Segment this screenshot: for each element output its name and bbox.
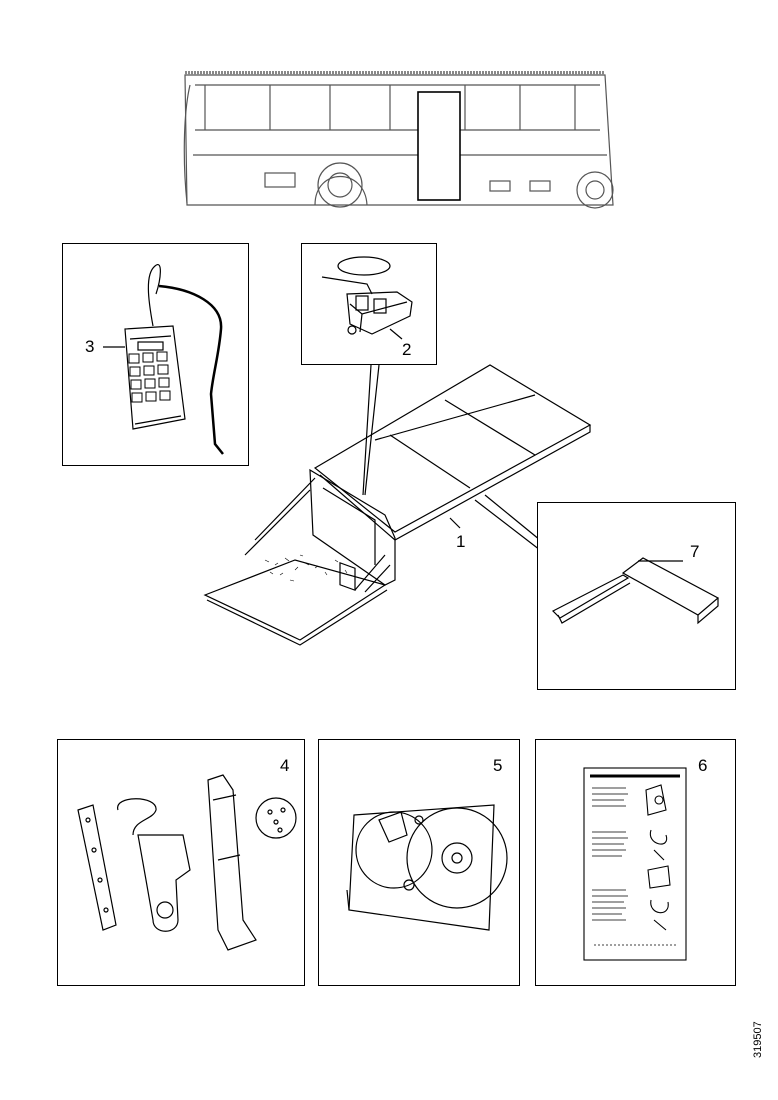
- cassette-detail-icon: [551, 557, 720, 625]
- callout-5: 5: [493, 756, 503, 775]
- callout-3: 3: [85, 337, 95, 356]
- bus-illustration: [183, 71, 614, 209]
- instruction-sheet-icon: [583, 767, 687, 961]
- callout-4: 4: [280, 756, 290, 775]
- remote-control-panel: 3: [62, 243, 249, 466]
- cassette-detail-panel: 7: [537, 502, 736, 690]
- disc-icon: [346, 804, 508, 931]
- control-unit-icon: [321, 256, 413, 340]
- brackets-icon: [77, 774, 297, 951]
- control-unit-panel: 2: [301, 243, 437, 365]
- callout-1: 1: [456, 532, 466, 551]
- remote-control-icon: [103, 263, 224, 455]
- callout-2: 2: [402, 340, 412, 359]
- callout-6: 6: [698, 756, 708, 775]
- disc-panel: 5: [318, 739, 520, 986]
- wheelchair-lift-illustration: [203, 364, 592, 646]
- reference-code: 319507: [752, 1021, 764, 1058]
- instruction-sheet-panel: 6: [535, 739, 736, 986]
- brackets-panel: 4: [57, 739, 305, 986]
- callout-7: 7: [690, 542, 700, 561]
- door-highlight: [417, 91, 461, 201]
